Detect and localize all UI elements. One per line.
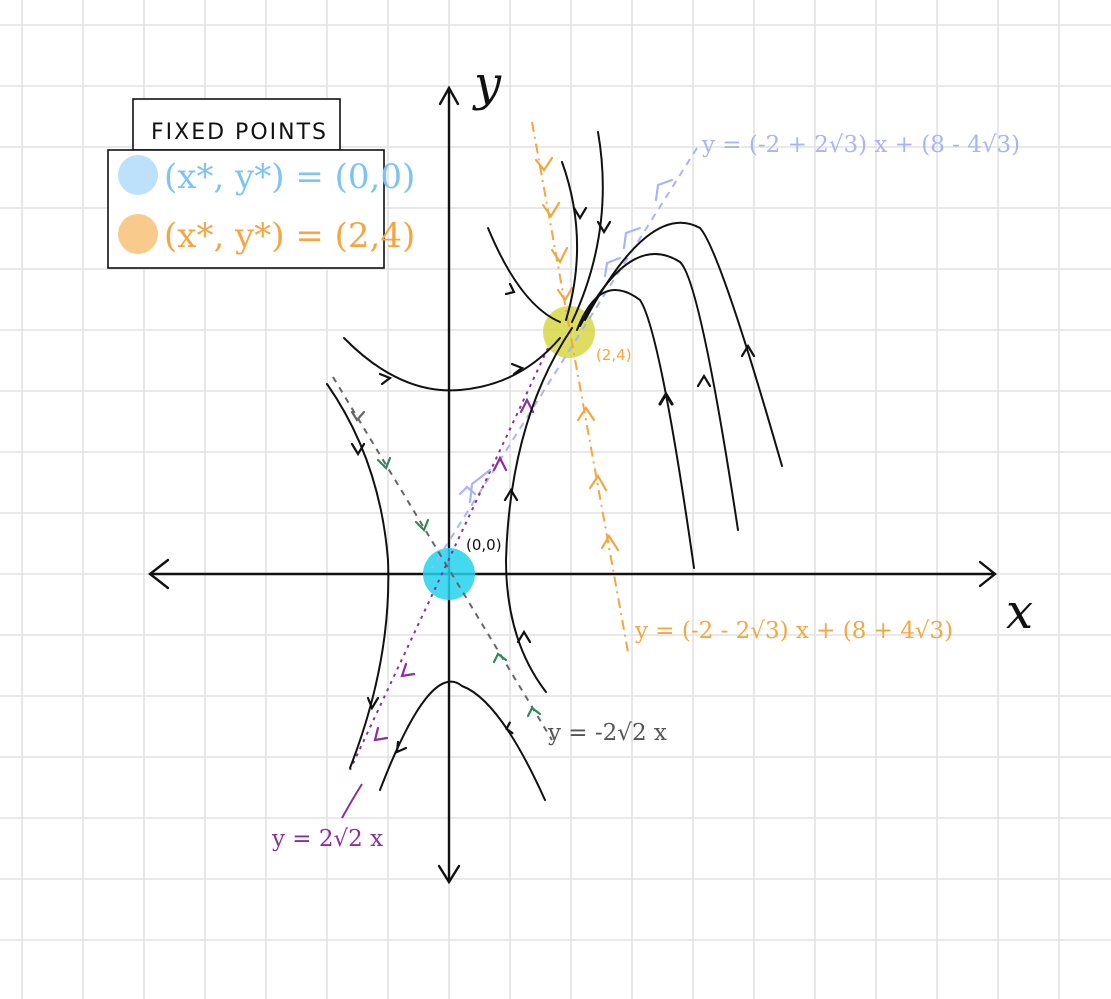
trajectory-top-2 xyxy=(571,131,604,323)
gray-line-equation: y = -2√2 x xyxy=(547,720,667,746)
purple-dashed-line xyxy=(349,347,549,771)
orange-line-equation: y = (-2 - 2√3) x + (8 + 4√3) xyxy=(634,618,953,644)
trajectory-lower-u xyxy=(379,680,546,801)
orange-dashed-line xyxy=(531,121,629,653)
gray-arrows xyxy=(350,410,542,718)
trajectory-right-2 xyxy=(579,253,739,531)
legend-swatch-blue xyxy=(118,155,158,195)
trajectory-arrows xyxy=(350,206,756,754)
trajectory-center xyxy=(504,327,573,693)
blue-dashed-line xyxy=(431,147,698,569)
y-axis-label: y xyxy=(472,56,502,112)
trajectories xyxy=(326,131,783,801)
trajectory-top-left xyxy=(487,227,561,323)
legend-item-saddle: (x*, y*) = (2,4) xyxy=(164,216,415,256)
trajectory-upper-u xyxy=(343,337,561,392)
trajectory-right-3 xyxy=(584,221,783,467)
purple-line-equation: y = 2√2 x xyxy=(271,826,383,852)
fixed-point-origin-marker xyxy=(423,548,475,600)
trajectory-top-1 xyxy=(561,161,579,321)
legend-title: FIXED POINTS xyxy=(151,120,328,145)
blue-arrows xyxy=(458,178,674,504)
gray-dashed-line xyxy=(332,376,553,741)
blue-line-equation: y = (-2 + 2√3) x + (8 - 4√3) xyxy=(701,132,1020,158)
trajectory-left-branch xyxy=(326,383,390,769)
x-axis xyxy=(148,558,997,590)
legend-item-origin: (x*, y*) = (0,0) xyxy=(164,157,415,197)
purple-pointer xyxy=(341,783,363,819)
x-axis-label: x xyxy=(1006,584,1033,640)
legend-title-box xyxy=(132,98,341,151)
orange-arrows xyxy=(534,156,620,552)
origin-label: (0,0) xyxy=(466,536,502,554)
legend-swatch-orange xyxy=(118,214,158,254)
y-axis xyxy=(437,85,461,885)
legend: FIXED POINTS (x*, y*) = (0,0) (x*, y*) =… xyxy=(107,98,415,269)
saddle-label: (2,4) xyxy=(596,346,632,364)
purple-arrows xyxy=(373,397,535,742)
